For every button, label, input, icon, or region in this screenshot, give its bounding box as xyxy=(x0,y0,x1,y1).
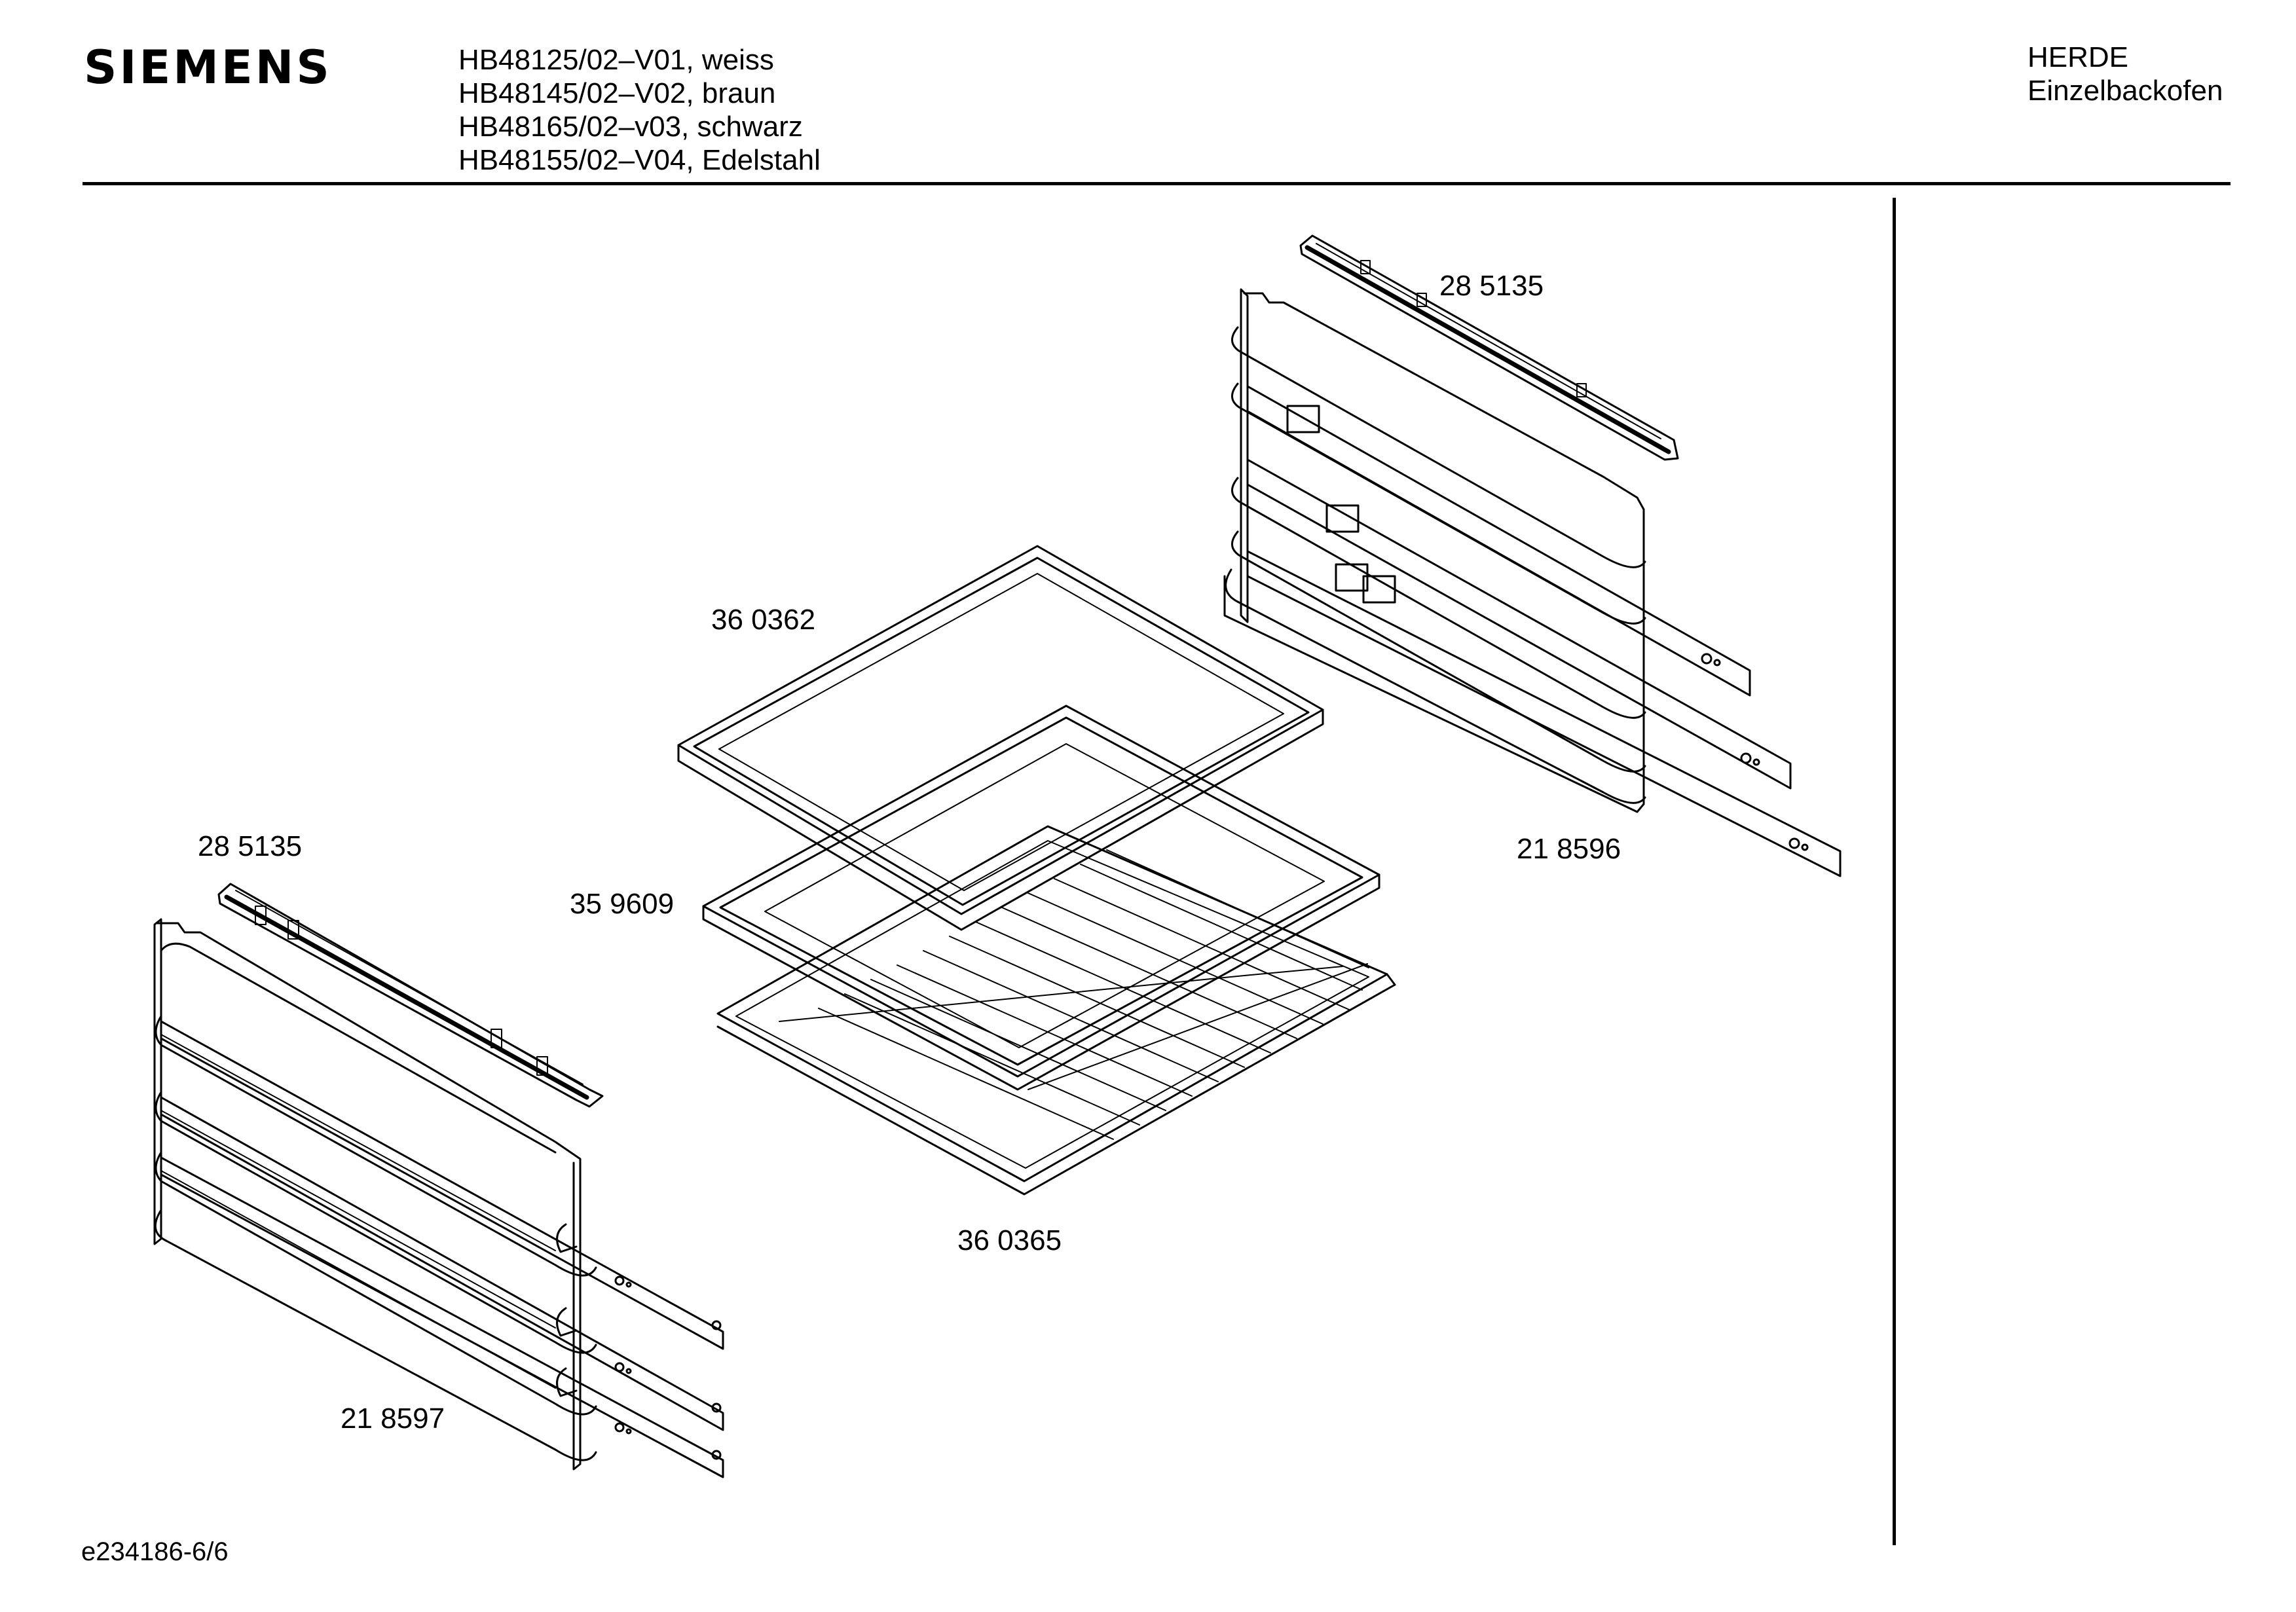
rail-top-right-part xyxy=(1301,236,1678,460)
part-number-label: 28 5135 xyxy=(1439,270,1544,302)
model-line: HB48145/02–V02, braun xyxy=(458,77,776,109)
wire-rack-part xyxy=(718,826,1395,1194)
category-title: HERDE xyxy=(2028,41,2129,73)
margin-divider xyxy=(1893,198,1896,1545)
category-block: HERDE Einzelbackofen xyxy=(2028,41,2223,107)
model-line: HB48125/02–V01, weiss xyxy=(458,44,774,76)
header-divider xyxy=(83,182,2231,185)
part-number-label: 36 0362 xyxy=(711,604,816,636)
category-subtitle: Einzelbackofen xyxy=(2028,75,2223,107)
brand-logo: SIEMENS xyxy=(84,41,332,94)
model-line: HB48165/02–v03, schwarz xyxy=(458,111,803,143)
part-number-label: 21 8597 xyxy=(341,1402,445,1435)
shelf-support-left-part xyxy=(155,919,723,1477)
part-number-label: 36 0365 xyxy=(957,1224,1062,1256)
baking-tray-part xyxy=(678,546,1323,930)
part-number-label: 28 5135 xyxy=(198,830,303,862)
part-number-label: 21 8596 xyxy=(1517,833,1621,865)
model-line: HB48155/02–V04, Edelstahl xyxy=(458,144,821,176)
model-list: HB48125/02–V01, weiss HB48145/02–V02, br… xyxy=(458,43,821,177)
part-number-label: 35 9609 xyxy=(570,888,675,920)
enamel-pan-part xyxy=(703,706,1379,1090)
shelf-support-right-part xyxy=(1225,289,1840,876)
rail-top-left-part xyxy=(219,884,602,1107)
document-id: e234186-6/6 xyxy=(81,1537,229,1566)
